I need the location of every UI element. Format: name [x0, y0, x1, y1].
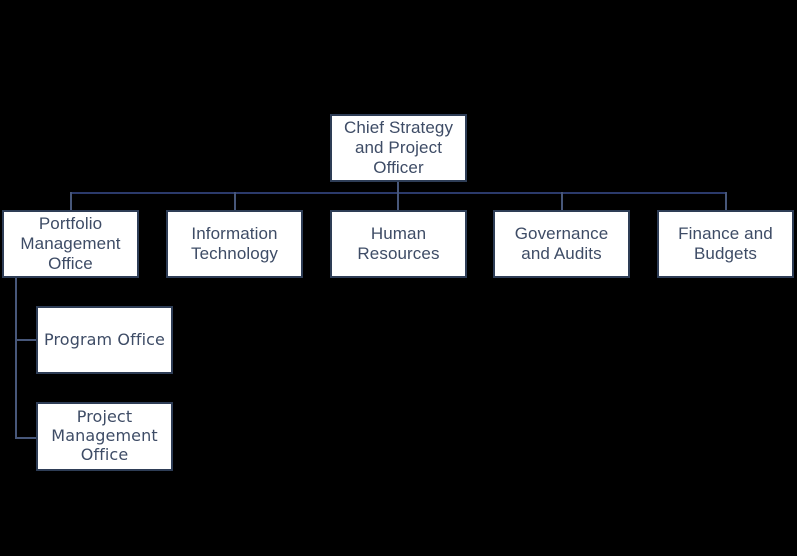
node-label: Governance and Audits	[514, 223, 609, 263]
node-label: Human Resources	[357, 223, 440, 263]
connector-drop-human-resources	[397, 192, 399, 211]
connector-drop-information-technology	[234, 192, 236, 211]
node-finance-and-budgets[interactable]: Finance and Budgets	[657, 210, 794, 278]
node-label: Project Management Office	[51, 407, 158, 464]
node-label: Chief Strategy and Project Officer	[343, 117, 454, 178]
node-governance-and-audits[interactable]: Governance and Audits	[493, 210, 630, 278]
connector-portfolio-spine	[15, 277, 17, 439]
connector-stub-program-office	[15, 339, 37, 341]
connector-stub-project-management-office	[15, 437, 37, 439]
connector-root-stem	[397, 181, 399, 194]
node-label: Program Office	[44, 329, 165, 349]
connector-drop-governance	[561, 192, 563, 211]
connector-drop-portfolio	[70, 192, 72, 211]
connector-drop-finance	[725, 192, 727, 211]
connector-bus	[71, 192, 727, 194]
node-label: Finance and Budgets	[678, 223, 773, 263]
node-portfolio-management-office[interactable]: Portfolio Management Office	[2, 210, 139, 278]
node-label: Portfolio Management Office	[20, 213, 121, 274]
node-label: Information Technology	[190, 223, 278, 263]
node-chief-strategy-and-project-officer[interactable]: Chief Strategy and Project Officer	[330, 114, 467, 182]
node-human-resources[interactable]: Human Resources	[330, 210, 467, 278]
node-project-management-office[interactable]: Project Management Office	[36, 402, 173, 471]
node-information-technology[interactable]: Information Technology	[166, 210, 303, 278]
node-program-office[interactable]: Program Office	[36, 306, 173, 374]
